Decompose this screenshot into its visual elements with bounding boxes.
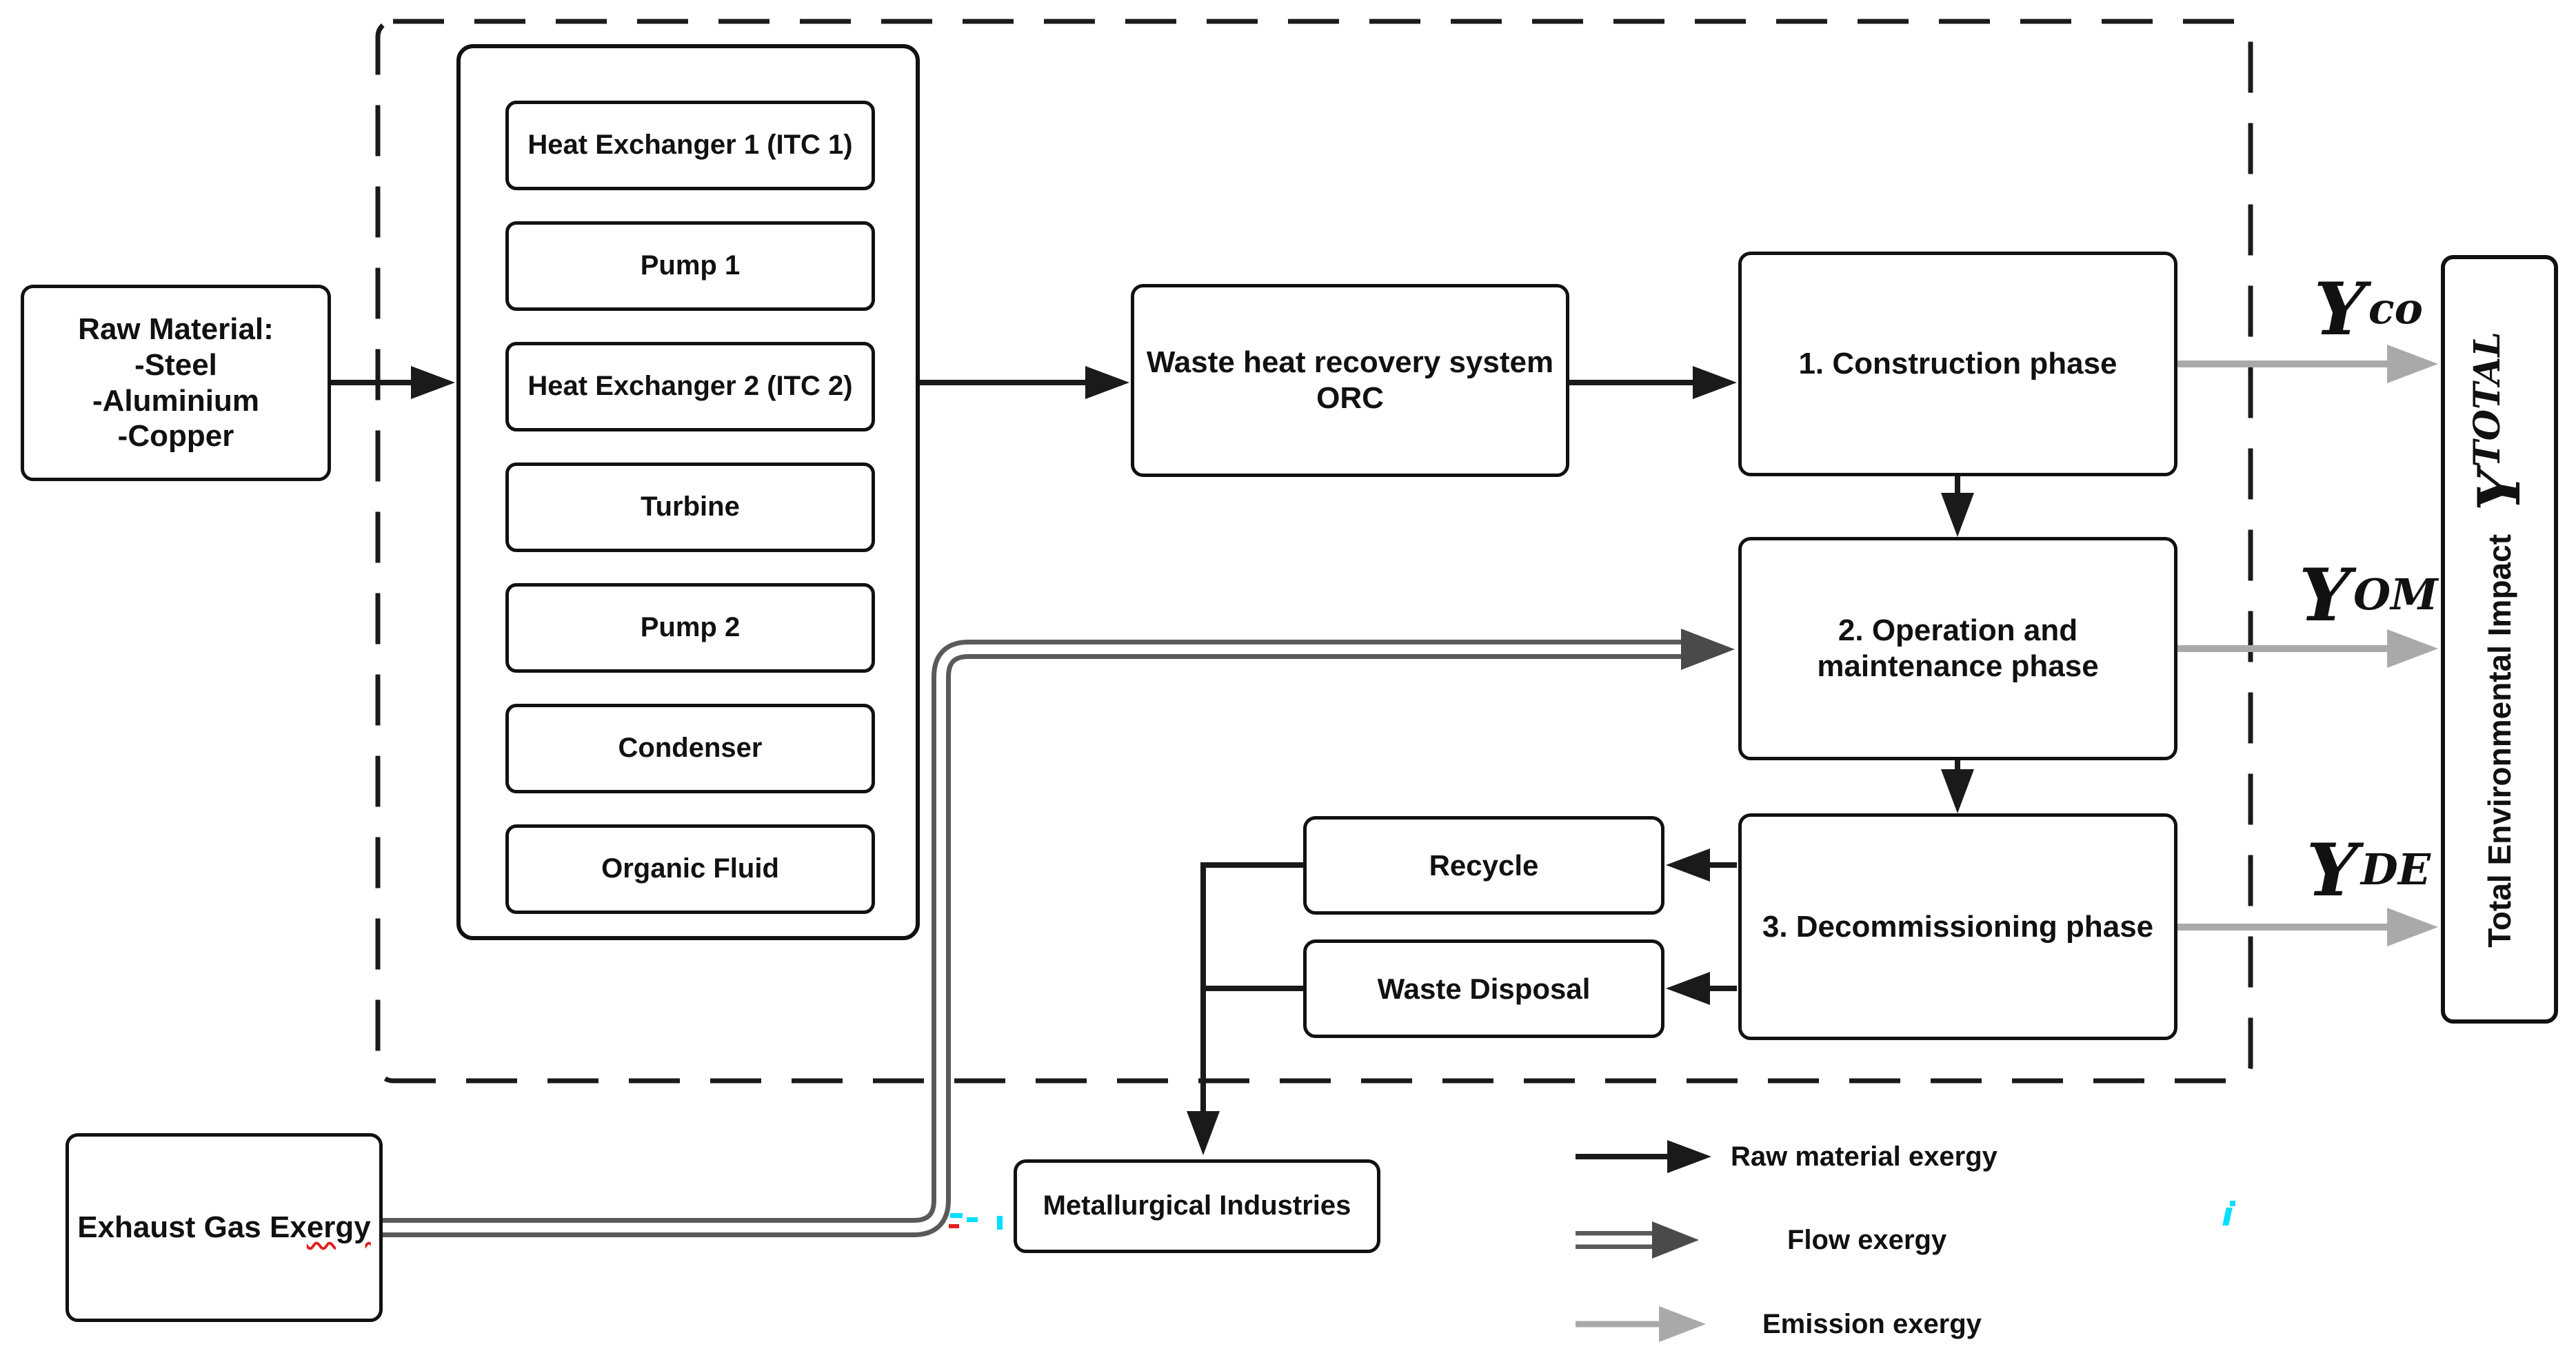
decommissioning-emission-arrow <box>2177 908 2438 946</box>
legend-emission-exergy-arrow-icon <box>1576 1306 1706 1342</box>
legend-raw-material-arrow-icon <box>1576 1140 1711 1173</box>
component-heat-exchanger-1: Heat Exchanger 1 (ITC 1) <box>505 101 875 190</box>
operation-maintenance-phase-box: 2. Operation and maintenance phase <box>1738 537 2177 760</box>
recycle-waste-to-metallurgical-arrow <box>1187 862 1303 1155</box>
orc-system-label-line1: Waste heat recovery system <box>1146 345 1554 380</box>
exhaust-flow-exergy-line <box>383 629 1735 1237</box>
metallurgical-industries-label: Metallurgical Industries <box>1043 1190 1351 1221</box>
component-turbine: Turbine <box>505 463 875 552</box>
orc-to-construction-arrow <box>1569 366 1737 399</box>
metallurgical-industries-box: Metallurgical Industries <box>1014 1159 1380 1253</box>
component-pump-2: Pump 2 <box>505 583 875 673</box>
spellcheck-squiggle-text: ergy <box>306 1210 371 1245</box>
construction-to-operation-arrow <box>1941 476 1974 537</box>
total-environmental-impact-box: Total Environmental Impact YTOTAL <box>2441 255 2558 1024</box>
system-boundary-dashed-border <box>375 19 2253 1084</box>
component-heat-exchanger-2: Heat Exchanger 2 (ITC 2) <box>505 342 875 431</box>
legend-emission-exergy-label: Emission exergy <box>1762 1308 1982 1339</box>
decommissioning-to-waste-arrow <box>1666 972 1737 1005</box>
decommissioning-phase-box: 3. Decommissioning phase <box>1738 813 2177 1040</box>
recycle-box: Recycle <box>1303 816 1664 915</box>
total-impact-formula: YTOTAL <box>2465 331 2534 511</box>
legend-raw-material-exergy-label: Raw material exergy <box>1731 1141 1998 1172</box>
raw-material-line: -Steel <box>134 347 217 382</box>
component-pump-1: Pump 1 <box>505 221 875 311</box>
operation-emission-arrow <box>2177 629 2438 668</box>
waste-disposal-box: Waste Disposal <box>1303 939 1664 1038</box>
cyan-artifact-mark <box>2230 1201 2235 1206</box>
components-to-orc-arrow <box>920 366 1129 399</box>
legend-flow-exergy-label: Flow exergy <box>1787 1224 1947 1255</box>
construction-phase-box: 1. Construction phase <box>1738 252 2177 476</box>
construction-phase-label: 1. Construction phase <box>1798 347 2117 381</box>
component-organic-fluid: Organic Fluid <box>505 824 875 914</box>
exhaust-gas-exergy-label: Exhaust Gas Exergy <box>77 1210 371 1245</box>
raw-material-line: -Aluminium <box>92 383 259 418</box>
raw-material-to-components-arrow <box>331 366 455 399</box>
operation-to-decommissioning-arrow <box>1941 760 1974 813</box>
total-environmental-impact-rotated-text: Total Environmental Impact YTOTAL <box>2444 255 2555 1024</box>
recycle-label: Recycle <box>1429 848 1539 882</box>
cyan-artifact-mark <box>967 1217 978 1222</box>
raw-material-box: Raw Material: -Steel -Aluminium -Copper <box>21 285 331 481</box>
total-impact-title: Total Environmental Impact <box>2481 533 2517 948</box>
exhaust-gas-exergy-box: Exhaust Gas Exergy <box>66 1133 383 1322</box>
decommissioning-phase-label: 3. Decommissioning phase <box>1762 909 2154 944</box>
waste-disposal-label: Waste Disposal <box>1377 972 1591 1005</box>
cyan-artifact-mark <box>950 1213 963 1218</box>
orc-components-container: Heat Exchanger 1 (ITC 1) Pump 1 Heat Exc… <box>456 44 920 940</box>
construction-emission-arrow <box>2177 345 2438 383</box>
raw-material-line: Raw Material: <box>78 312 274 346</box>
orc-system-label-line2: ORC <box>1316 381 1384 415</box>
raw-material-line: -Copper <box>117 419 234 454</box>
decommissioning-to-recycle-arrow <box>1666 848 1737 882</box>
legend-flow-exergy-arrow-icon <box>1576 1221 1699 1259</box>
cyan-artifact-mark <box>997 1216 1003 1230</box>
operation-maintenance-phase-label: 2. Operation and maintenance phase <box>1817 613 2099 683</box>
orc-system-box: Waste heat recovery system ORC <box>1131 284 1569 477</box>
red-artifact-mark <box>949 1224 959 1228</box>
component-condenser: Condenser <box>505 704 875 793</box>
